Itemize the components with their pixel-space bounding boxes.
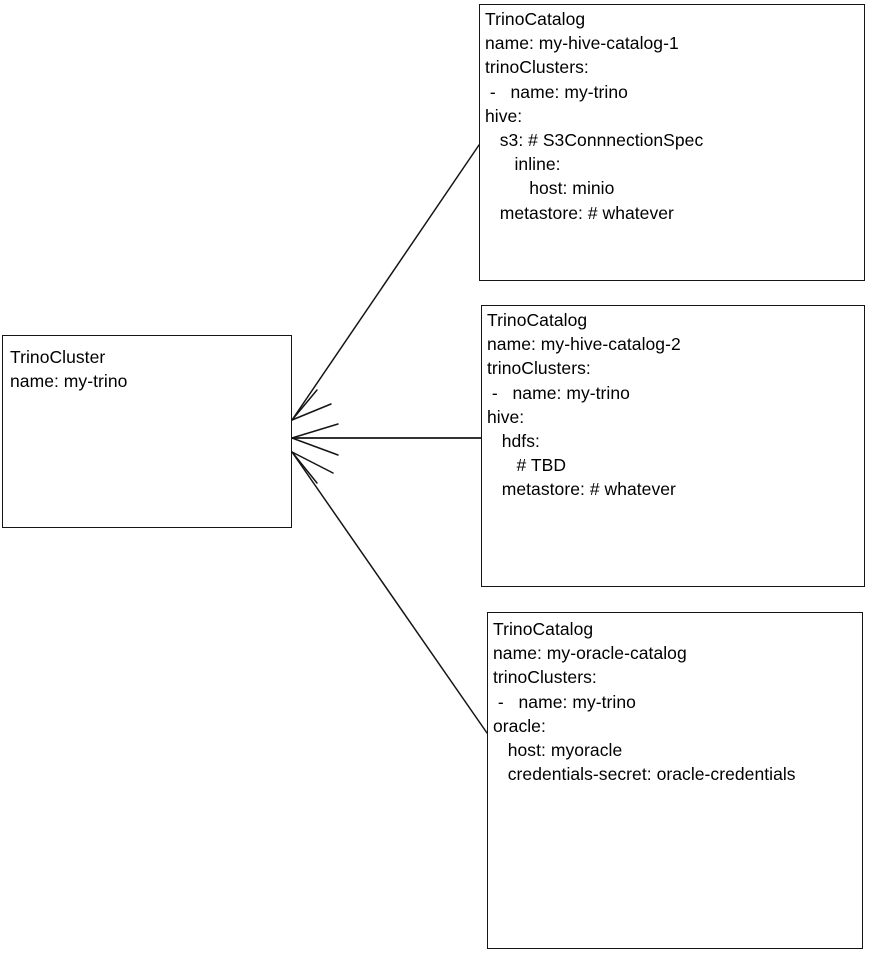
edge-catalog-2-to-cluster <box>291 423 482 456</box>
node-trino-cluster-text: TrinoCluster name: my-trino <box>10 347 128 392</box>
edge-catalog-3-to-cluster <box>291 451 488 734</box>
node-trino-catalog-2-text: TrinoCatalog name: my-hive-catalog-2 tri… <box>487 310 681 500</box>
node-trino-catalog-my-oracle-catalog[interactable]: TrinoCatalog name: my-oracle-catalog tri… <box>487 612 863 949</box>
node-trino-catalog-my-hive-catalog-1[interactable]: TrinoCatalog name: my-hive-catalog-1 tri… <box>479 4 865 281</box>
node-trino-cluster[interactable]: TrinoCluster name: my-trino <box>2 335 292 528</box>
node-trino-catalog-3-text: TrinoCatalog name: my-oracle-catalog tri… <box>493 619 796 785</box>
edge-catalog-1-to-cluster <box>291 144 480 421</box>
node-trino-catalog-my-hive-catalog-2[interactable]: TrinoCatalog name: my-hive-catalog-2 tri… <box>481 305 865 587</box>
node-trino-catalog-1-text: TrinoCatalog name: my-hive-catalog-1 tri… <box>485 9 704 223</box>
